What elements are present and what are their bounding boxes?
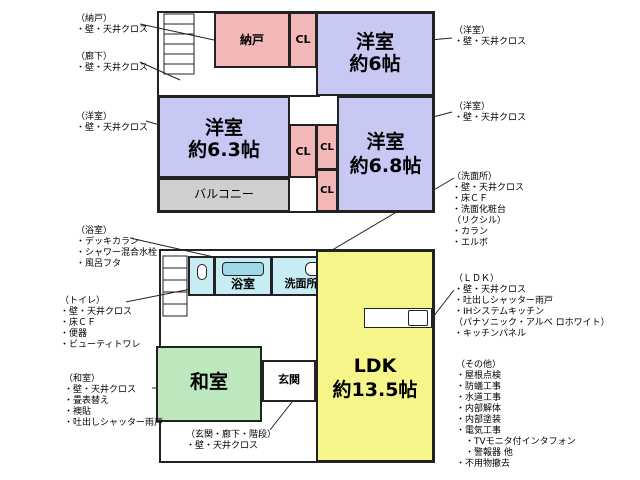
note-other-item: ・防蟻工事 xyxy=(456,382,502,392)
note-japanese-item: ・吐出しシャッター雨戸 xyxy=(64,418,164,428)
closet-2-label: CL xyxy=(295,145,311,158)
note-toilet-item: ・便器 xyxy=(60,329,88,339)
ldk: LDK 約13.5帖 xyxy=(316,250,434,462)
note-ldk-item: ・IHシステムキッチン xyxy=(454,307,545,317)
closet-1-label: CL xyxy=(295,33,311,46)
note-japanese: （和室） ・壁・天井クロス ・畳表替え ・襖貼 ・吐出しシャッター雨戸 xyxy=(64,374,163,429)
note-washroom-item: ・壁・天井クロス xyxy=(452,183,525,193)
note-ldk-item: ・キッチンパネル xyxy=(454,329,527,339)
note-other-item: ・電気工事 xyxy=(456,426,502,436)
note-toilet: （トイレ） ・壁・天井クロス ・床ＣＦ ・便器 ・ビューティトワレ xyxy=(60,296,140,351)
note-entrance-item: ・壁・天井クロス xyxy=(186,441,259,451)
toilet xyxy=(188,256,215,296)
note-bath-item: ・シャワー混合水栓 xyxy=(76,248,158,258)
entrance: 玄関 xyxy=(262,360,316,402)
western-room-6: 洋室 約6帖 xyxy=(316,12,434,96)
note-other-item: ・水道工事 xyxy=(456,393,502,403)
western-room-6-3: 洋室 約6.3帖 xyxy=(158,96,290,178)
note-western-2: （洋室） ・壁・天井クロス xyxy=(76,112,148,134)
note-western-3-item: ・壁・天井クロス xyxy=(454,113,527,123)
note-western-1-item: ・壁・天井クロス xyxy=(454,37,527,47)
note-bath-item: ・風呂フタ xyxy=(76,259,122,269)
note-other-item: ・TVモニタ付インタフォン xyxy=(456,437,576,447)
note-other-item: ・警報器 他 xyxy=(456,448,513,458)
western-room-6-3-title: 洋室 xyxy=(204,117,243,139)
note-ldk: （ＬＤＫ） ・壁・天井クロス ・吐出しシャッター雨戸 ・IHシステムキッチン （… xyxy=(454,274,610,340)
note-western-3-title: （洋室） xyxy=(454,102,491,112)
note-storage: （納戸） ・壁・天井クロス xyxy=(76,14,148,36)
note-japanese-item: ・畳表替え xyxy=(64,396,110,406)
entrance-label: 玄関 xyxy=(278,373,300,386)
note-other-item: ・不用物撤去 xyxy=(456,459,511,469)
japanese-room-label: 和室 xyxy=(189,371,228,393)
note-japanese-item: ・壁・天井クロス xyxy=(64,385,137,395)
toilet-icon xyxy=(197,264,207,280)
ldk-title: LDK xyxy=(353,355,397,377)
note-washroom-title: （洗面所） xyxy=(452,172,498,182)
note-toilet-item: ・壁・天井クロス xyxy=(60,307,133,317)
bathtub-icon xyxy=(222,262,264,276)
note-ldk-title: （ＬＤＫ） xyxy=(454,274,500,284)
balcony: バルコニー xyxy=(158,178,290,212)
bathroom-label: 浴室 xyxy=(230,277,255,291)
storage-room: 納戸 xyxy=(214,12,290,68)
note-bath-title: （浴室） xyxy=(76,226,113,236)
western-room-6-8: 洋室 約6.8帖 xyxy=(337,96,434,212)
note-ldk-item: （パナソニック・アルベ ロホワイト） xyxy=(454,318,610,328)
note-hall-title: （廊下） xyxy=(76,52,113,62)
note-western-1-title: （洋室） xyxy=(454,26,491,36)
note-storage-title: （納戸） xyxy=(76,14,113,24)
closet-3: CL xyxy=(316,124,338,170)
ldk-size: 約13.5帖 xyxy=(332,379,418,401)
western-room-6-8-size: 約6.8帖 xyxy=(349,155,422,177)
note-washroom-item: ・洗面化粧台 xyxy=(452,205,507,215)
washroom-label: 洗面所 xyxy=(284,277,318,290)
note-hall: （廊下） ・壁・天井クロス xyxy=(76,52,148,74)
western-room-6-3-size: 約6.3帖 xyxy=(188,139,260,161)
closet-2: CL xyxy=(289,124,317,178)
note-other-item: ・内部解体 xyxy=(456,404,502,414)
note-western-1: （洋室） ・壁・天井クロス xyxy=(454,26,526,48)
note-toilet-title: （トイレ） xyxy=(60,296,106,306)
note-entrance: （玄関・廊下・階段） ・壁・天井クロス xyxy=(186,430,276,452)
note-washroom-item: ・カラン xyxy=(452,227,489,237)
note-japanese-title: （和室） xyxy=(64,374,101,384)
note-toilet-item: ・床ＣＦ xyxy=(60,318,97,328)
note-ldk-item: ・壁・天井クロス xyxy=(454,285,527,295)
note-other-item: ・内部塗装 xyxy=(456,415,502,425)
western-room-6-title: 洋室 xyxy=(355,31,394,53)
note-ldk-item: ・吐出しシャッター雨戸 xyxy=(454,296,554,306)
note-washroom-item: （リクシル） xyxy=(452,216,507,226)
note-other-title: （その他） xyxy=(456,360,502,370)
balcony-label: バルコニー xyxy=(194,187,254,201)
note-other-item: ・屋根点検 xyxy=(456,371,502,381)
closet-4: CL xyxy=(316,169,338,212)
note-bath-item: ・デッキカラン xyxy=(76,237,140,247)
note-storage-item: ・壁・天井クロス xyxy=(76,25,149,35)
note-washroom-item: ・床ＣＦ xyxy=(452,194,489,204)
note-bath: （浴室） ・デッキカラン ・シャワー混合水栓 ・風呂フタ xyxy=(76,226,157,270)
note-hall-item: ・壁・天井クロス xyxy=(76,63,149,73)
western-room-6-size: 約6帖 xyxy=(349,53,401,75)
bathroom: 浴室 xyxy=(214,256,272,296)
stove-icon xyxy=(408,310,428,326)
note-other: （その他） ・屋根点検 ・防蟻工事 ・水道工事 ・内部解体 ・内部塗装 ・電気工… xyxy=(456,360,576,470)
closet-1: CL xyxy=(289,12,317,68)
note-washroom-item: ・エルボ xyxy=(452,238,489,248)
note-western-3: （洋室） ・壁・天井クロス xyxy=(454,102,526,124)
japanese-room: 和室 xyxy=(156,346,262,422)
note-western-2-item: ・壁・天井クロス xyxy=(76,123,149,133)
note-toilet-item: ・ビューティトワレ xyxy=(60,340,141,350)
storage-room-label: 納戸 xyxy=(239,33,264,47)
note-japanese-item: ・襖貼 xyxy=(64,407,92,417)
western-room-6-8-title: 洋室 xyxy=(366,131,405,153)
note-western-2-title: （洋室） xyxy=(76,112,113,122)
note-washroom: （洗面所） ・壁・天井クロス ・床ＣＦ ・洗面化粧台 （リクシル） ・カラン ・… xyxy=(452,172,524,249)
closet-3-label: CL xyxy=(320,142,334,153)
closet-4-label: CL xyxy=(320,185,334,196)
note-entrance-title: （玄関・廊下・階段） xyxy=(186,430,277,440)
